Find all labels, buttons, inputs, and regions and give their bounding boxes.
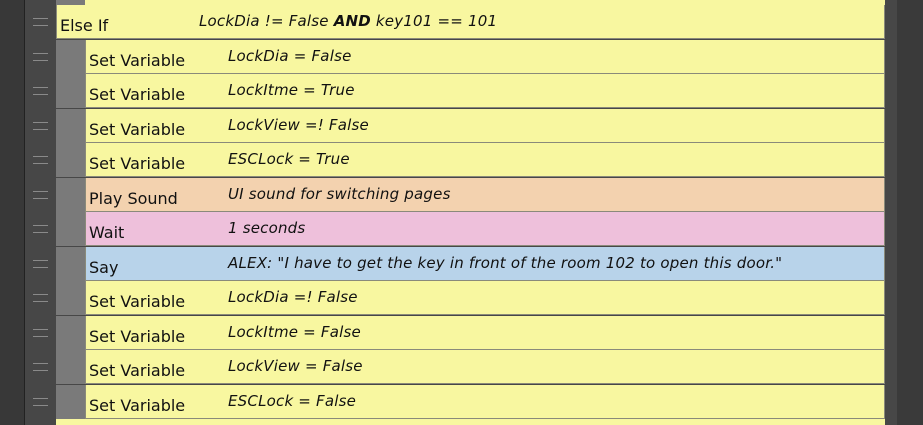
command-block[interactable]: Set Variable LockView =! False xyxy=(85,109,885,143)
command-description: 1 seconds xyxy=(228,219,306,237)
command-label: Set Variable xyxy=(89,51,186,70)
command-description: UI sound for switching pages xyxy=(228,185,451,203)
command-label: Set Variable xyxy=(89,292,186,311)
drag-handle-icon[interactable] xyxy=(33,225,48,233)
indent-gutter xyxy=(56,40,86,74)
command-label: Play Sound xyxy=(89,189,178,208)
command-block[interactable]: Wait 1 seconds xyxy=(85,212,885,246)
command-block[interactable]: Set Variable LockDia =! False xyxy=(85,281,885,315)
command-label: Wait xyxy=(89,223,125,242)
command-row-else-if[interactable]: Else If LockDia != False AND key101 == 1… xyxy=(0,5,923,40)
command-row-say[interactable]: Say ALEX: "I have to get the key in fron… xyxy=(0,247,923,282)
drag-handle-icon[interactable] xyxy=(33,294,48,302)
command-block[interactable]: Else If LockDia != False AND key101 == 1… xyxy=(56,5,885,39)
command-row-set-variable[interactable]: Set Variable LockItme = False xyxy=(0,316,923,351)
command-description: LockView =! False xyxy=(228,116,369,134)
command-description: LockItme = True xyxy=(228,81,355,99)
indent-gutter xyxy=(56,74,86,108)
command-row-set-variable[interactable]: Set Variable LockDia =! False xyxy=(0,281,923,316)
command-block[interactable]: Set Variable ESCLock = False xyxy=(85,385,885,419)
indent-gutter xyxy=(56,385,86,419)
drag-handle-icon[interactable] xyxy=(33,363,48,371)
command-row-set-variable[interactable]: Set Variable LockView = False xyxy=(0,350,923,385)
drag-handle-icon[interactable] xyxy=(33,53,48,61)
command-block[interactable]: Set Variable LockItme = False xyxy=(85,316,885,350)
indent-gutter xyxy=(56,350,86,384)
command-label: Set Variable xyxy=(89,85,186,104)
command-description: ESCLock = True xyxy=(228,150,350,168)
drag-handle-icon[interactable] xyxy=(33,260,48,268)
drag-handle-icon[interactable] xyxy=(33,156,48,164)
command-row-set-variable[interactable]: Set Variable ESCLock = False xyxy=(0,385,923,420)
command-block[interactable]: Play Sound UI sound for switching pages xyxy=(85,178,885,212)
drag-handle-icon[interactable] xyxy=(33,18,48,26)
command-label: Set Variable xyxy=(89,361,186,380)
command-description: LockDia != False AND key101 == 101 xyxy=(199,12,498,30)
command-label: Set Variable xyxy=(89,120,186,139)
command-label: Set Variable xyxy=(89,396,186,415)
indent-gutter xyxy=(56,281,86,315)
indent-gutter xyxy=(56,316,86,350)
drag-handle-icon[interactable] xyxy=(33,329,48,337)
command-row-play-sound[interactable]: Play Sound UI sound for switching pages xyxy=(0,178,923,213)
command-row-wait[interactable]: Wait 1 seconds xyxy=(0,212,923,247)
vertical-scrollbar[interactable] xyxy=(897,0,923,425)
command-block[interactable]: Set Variable LockItme = True xyxy=(85,74,885,108)
command-row-set-variable[interactable]: Set Variable LockItme = True xyxy=(0,74,923,109)
command-row-set-variable[interactable]: Set Variable ESCLock = True xyxy=(0,143,923,178)
indent-gutter xyxy=(56,178,86,212)
and-keyword: AND xyxy=(333,12,371,30)
command-row-partial-top-block xyxy=(85,0,885,5)
indent-gutter xyxy=(56,143,86,177)
command-description: LockDia = False xyxy=(228,47,352,65)
command-description: ALEX: "I have to get the key in front of… xyxy=(228,254,783,272)
drag-handle-icon[interactable] xyxy=(33,122,48,130)
drag-handle-icon[interactable] xyxy=(33,398,48,406)
command-block[interactable]: Set Variable LockDia = False xyxy=(85,40,885,74)
indent-gutter xyxy=(56,212,86,246)
command-row-partial-bottom xyxy=(56,419,885,425)
indent-gutter xyxy=(56,247,86,281)
command-description: ESCLock = False xyxy=(228,392,357,410)
command-block[interactable]: Say ALEX: "I have to get the key in fron… xyxy=(85,247,885,281)
command-row-partial-top xyxy=(56,0,85,5)
command-label: Say xyxy=(89,258,119,277)
command-description: LockDia =! False xyxy=(228,288,358,306)
command-row-set-variable[interactable]: Set Variable LockView =! False xyxy=(0,109,923,144)
command-label: Set Variable xyxy=(89,154,186,173)
command-label: Set Variable xyxy=(89,327,186,346)
drag-handle-icon[interactable] xyxy=(33,87,48,95)
drag-handle-icon[interactable] xyxy=(33,191,48,199)
command-row-set-variable[interactable]: Set Variable LockDia = False xyxy=(0,40,923,75)
command-block[interactable]: Set Variable LockView = False xyxy=(85,350,885,384)
command-label: Else If xyxy=(60,16,109,35)
command-block[interactable]: Set Variable ESCLock = True xyxy=(85,143,885,177)
command-description: LockItme = False xyxy=(228,323,361,341)
command-description: LockView = False xyxy=(228,357,363,375)
indent-gutter xyxy=(56,109,86,143)
